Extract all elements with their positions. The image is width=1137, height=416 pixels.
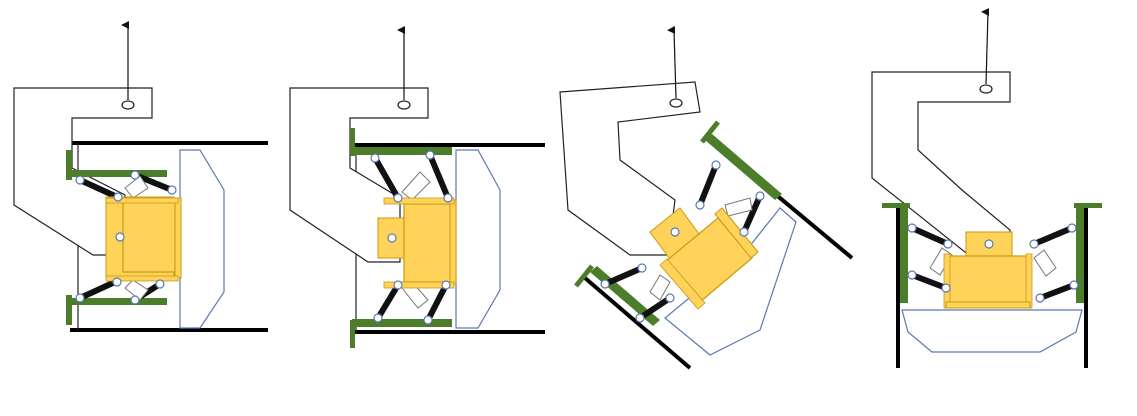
hook-body: [559, 81, 701, 256]
yellow-body-flange: [449, 199, 457, 285]
yellow-body-cap-left: [943, 253, 951, 309]
contact-pad: [179, 149, 225, 329]
green-plate-bottom: [352, 319, 452, 327]
yellow-body-cap-right: [1025, 253, 1033, 309]
green-plate-bottom: [72, 298, 167, 305]
pins: [600, 160, 765, 323]
hook-body: [871, 71, 1011, 261]
hook-eye: [121, 100, 135, 110]
panel-3: [559, 25, 854, 370]
pins: [75, 170, 177, 305]
yellow-body-main: [122, 201, 176, 273]
links: [909, 225, 1077, 301]
pins: [907, 223, 1079, 303]
yellow-body-cap: [659, 258, 706, 310]
links: [602, 162, 763, 321]
green-plate-bottom-post: [66, 295, 72, 325]
hook-eye: [397, 100, 411, 110]
yellow-body-main: [403, 203, 453, 283]
struts: [124, 175, 149, 301]
green-plate-right: [1076, 208, 1084, 303]
panel-2: [289, 26, 545, 348]
pins: [370, 150, 453, 325]
yellow-body-flange: [714, 207, 759, 259]
contact-pad: [901, 309, 1083, 353]
yellow-body-cap-bottom: [105, 275, 179, 282]
panel-1: [13, 21, 268, 332]
struts: [649, 197, 753, 301]
yellow-body-cap-bottom: [383, 281, 455, 289]
yellow-body-main: [947, 255, 1029, 305]
green-plate-left-post: [882, 203, 910, 208]
green-plate-top: [352, 147, 452, 155]
lift-arrow: [667, 25, 677, 99]
hook-eye: [669, 98, 683, 108]
green-plate-top-post: [350, 128, 355, 156]
green-plate-top: [72, 170, 167, 177]
green-plate-top-post: [66, 150, 72, 180]
green-plate-left: [900, 208, 908, 303]
yellow-body-cap-top: [105, 197, 179, 204]
bottom-rail: [583, 276, 692, 370]
hook-eye: [979, 84, 993, 94]
yellow-body-flange: [174, 197, 182, 279]
green-plate-top-post: [700, 120, 720, 144]
green-plate-bottom-post: [350, 320, 355, 348]
links: [372, 152, 451, 323]
contact-pad: [455, 149, 501, 329]
yellow-body-flange: [945, 301, 1031, 309]
green-plate-bottom-post: [574, 264, 594, 288]
lift-arrow: [981, 8, 990, 85]
green-plate-right-post: [1074, 203, 1102, 208]
yellow-body-cap-top: [383, 197, 455, 205]
green-plate-top: [705, 134, 782, 200]
panel-4: [871, 8, 1102, 368]
struts: [401, 171, 431, 309]
